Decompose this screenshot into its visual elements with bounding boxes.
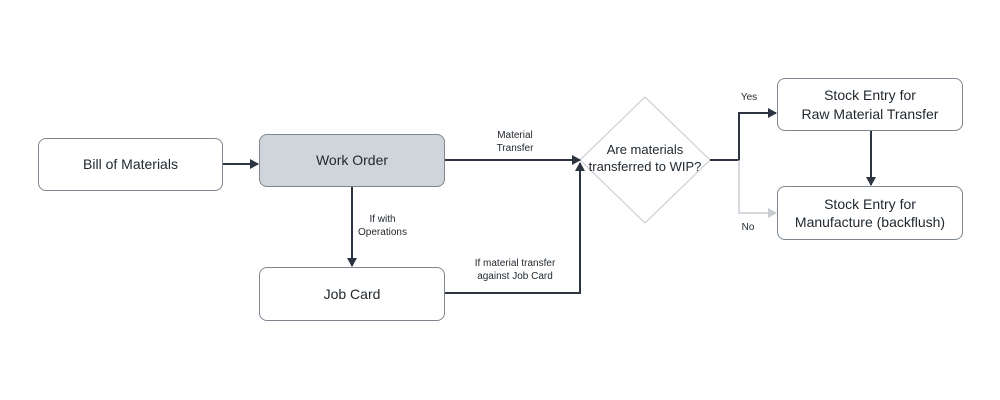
work-order-node[interactable]: Work Order	[259, 134, 445, 187]
if-with-operations-edge-label: If with Operations	[358, 214, 407, 238]
stock-entry-raw-transfer-label: Stock Entry for Raw Material Transfer	[801, 87, 939, 122]
arrow-no-to-manufacture	[738, 160, 777, 218]
bill-of-materials-node[interactable]: Bill of Materials	[38, 138, 223, 191]
stock-entry-raw-transfer-node[interactable]: Stock Entry for Raw Material Transfer	[777, 78, 963, 131]
material-transfer-edge-label: Material Transfer	[496, 130, 534, 154]
yes-edge-label: Yes	[740, 92, 758, 103]
decision-label: Are materials transferred to WIP?	[588, 142, 702, 174]
arrow-job-card-to-decision	[445, 162, 585, 294]
work-order-label: Work Order	[315, 152, 389, 169]
no-edge-label: No	[741, 222, 755, 233]
if-material-transfer-job-card-edge-label: If material transfer against Job Card	[474, 258, 556, 282]
bill-of-materials-label: Bill of Materials	[83, 156, 178, 173]
stock-entry-manufacture-label: Stock Entry for Manufacture (backflush)	[794, 195, 946, 230]
decision-diamond[interactable]	[579, 96, 711, 224]
stock-entry-manufacture-node[interactable]: Stock Entry for Manufacture (backflush)	[777, 186, 963, 240]
job-card-node[interactable]: Job Card	[259, 267, 445, 321]
job-card-label: Job Card	[323, 285, 381, 302]
arrow-yes-to-raw-transfer	[710, 108, 777, 161]
